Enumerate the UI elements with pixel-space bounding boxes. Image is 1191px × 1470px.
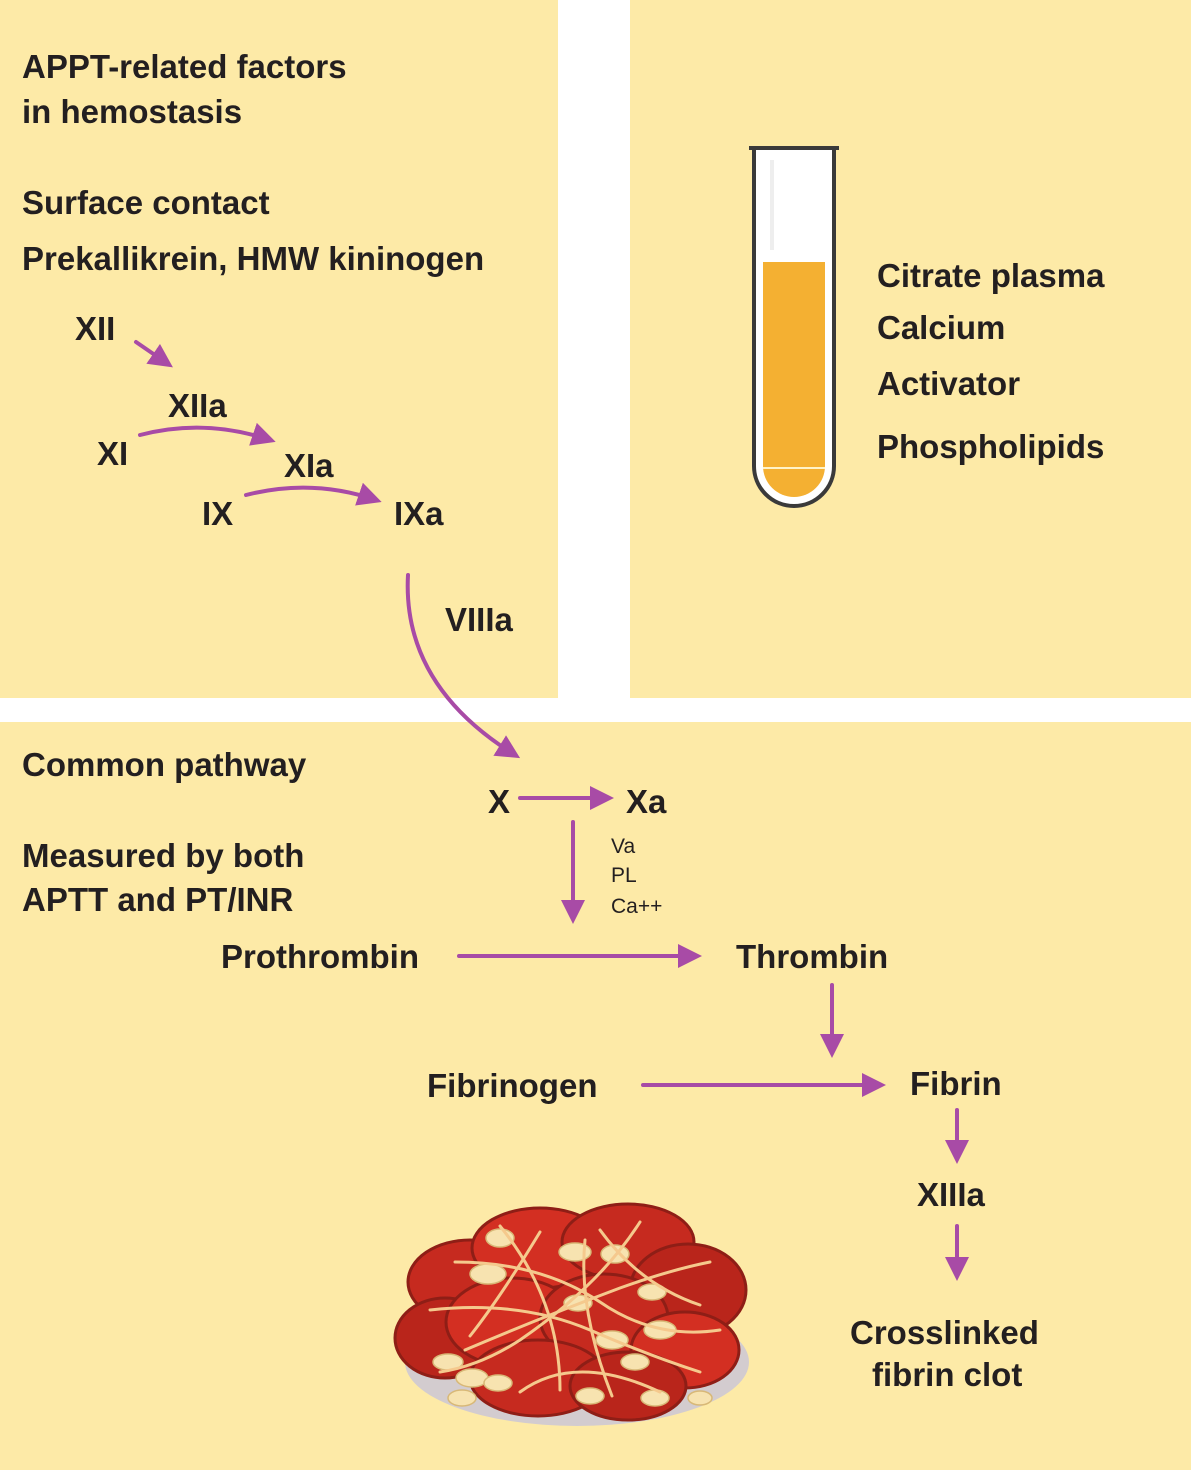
reagent-activator: Activator	[877, 365, 1021, 402]
cofactor-ca: Ca++	[611, 895, 663, 918]
arrow-xii-to-xiia	[134, 340, 173, 368]
test-reagents-panel	[630, 0, 1191, 698]
arrow-xi-to-xia	[138, 422, 276, 446]
clot-label-line2: fibrin clot	[872, 1356, 1023, 1393]
diagram-title-line1: APPT-related factors	[22, 48, 347, 85]
factor-x: X	[488, 783, 511, 820]
factor-viiia: VIIIa	[445, 601, 513, 638]
factor-xiiia: XIIIa	[917, 1176, 985, 1213]
fibrinogen-label: Fibrinogen	[427, 1067, 598, 1104]
factor-xi: XI	[97, 435, 129, 472]
intrinsic-pathway-panel	[0, 0, 558, 698]
clot-label-line1: Crosslinked	[850, 1314, 1039, 1351]
factor-ixa: IXa	[394, 495, 444, 532]
thrombin-label: Thrombin	[736, 938, 889, 975]
prothrombin-label: Prothrombin	[221, 938, 419, 975]
factor-xa: Xa	[626, 783, 667, 820]
measured-by-line2: APTT and PT/INR	[22, 881, 294, 918]
diagram-title-line2: in hemostasis	[22, 93, 243, 130]
measured-by-line1: Measured by both	[22, 837, 305, 874]
fibrin-label: Fibrin	[910, 1065, 1002, 1102]
arrow-ix-to-ixa	[244, 482, 382, 506]
factor-ix: IX	[202, 495, 234, 532]
factor-xii: XII	[75, 310, 116, 347]
arrow-ixa-to-x	[405, 573, 521, 759]
reagent-citrate-plasma: Citrate plasma	[877, 257, 1105, 294]
reagent-calcium: Calcium	[877, 309, 1006, 346]
factor-xiia: XIIa	[168, 387, 227, 424]
prekallikrein-label: Prekallikrein, HMW kininogen	[22, 240, 485, 277]
cofactor-va: Va	[611, 835, 636, 858]
factor-xia: XIa	[284, 447, 334, 484]
surface-contact-label: Surface contact	[22, 184, 270, 221]
common-pathway-title: Common pathway	[22, 746, 307, 783]
reagent-phospholipids: Phospholipids	[877, 428, 1105, 465]
cofactor-pl: PL	[611, 864, 637, 887]
